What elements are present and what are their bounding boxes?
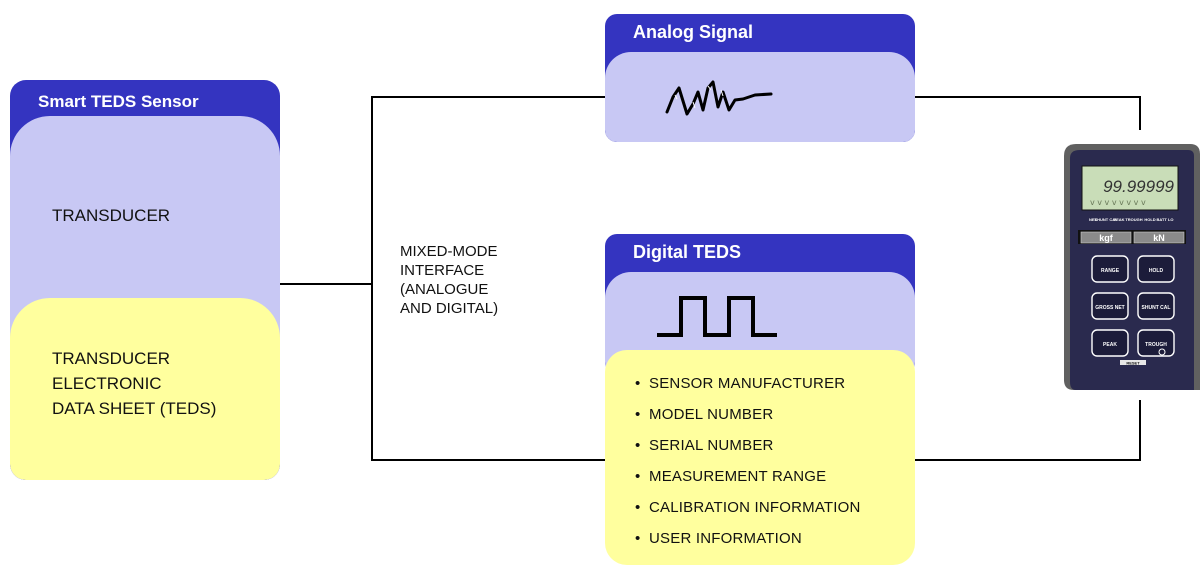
meter-display-value: 99.99999 <box>1103 177 1174 196</box>
unit-left-label: kgf <box>1099 233 1114 243</box>
list-item: •MEASUREMENT RANGE <box>635 468 827 485</box>
unit-right-box <box>1133 231 1185 244</box>
svg-text:v v v v v v v v: v v v v v v v v <box>1090 198 1146 207</box>
status-peak: PEAK <box>1113 217 1124 222</box>
transducer-label: TRANSDUCER <box>52 206 171 225</box>
unit-right-label: kN <box>1153 233 1165 243</box>
status-hold: HOLD <box>1144 217 1155 222</box>
analog-signal-title: Analog Signal <box>633 22 754 42</box>
peak-button-label: PEAK <box>1103 342 1117 348</box>
reset-label: RESET <box>1126 361 1140 366</box>
list-item: •MODEL NUMBER <box>635 406 774 423</box>
analog-wave-icon <box>665 80 773 116</box>
status-trough: TROUGH <box>1125 217 1142 222</box>
trough-button[interactable] <box>1137 329 1175 357</box>
hold-button-label: HOLD <box>1149 268 1164 274</box>
sensor-title: Smart TEDS Sensor <box>38 92 199 111</box>
smart-teds-sensor: Smart TEDS Sensor TRANSDUCER TRANSDUCER … <box>10 80 280 480</box>
list-item: •USER INFORMATION <box>635 530 802 547</box>
teds-info-panel: •SENSOR MANUFACTURER •MODEL NUMBER •SERI… <box>605 350 915 565</box>
meter-display <box>1081 165 1179 211</box>
range-button-label: RANGE <box>1101 268 1120 274</box>
interface-label: MIXED-MODE INTERFACE (ANALOGUE AND DIGIT… <box>400 243 499 317</box>
teds-panel: TRANSDUCER ELECTRONIC DATA SHEET (TEDS) <box>10 298 280 480</box>
status-batt-lo: BATT LO <box>1156 217 1173 222</box>
trough-button-label: TROUGH <box>1145 342 1167 348</box>
gross-net-button[interactable] <box>1091 292 1129 320</box>
hold-button[interactable] <box>1137 255 1175 283</box>
shunt-cal-button[interactable] <box>1137 292 1175 320</box>
teds-label: TRANSDUCER ELECTRONIC DATA SHEET (TEDS) <box>52 349 217 418</box>
reset-strip <box>1120 360 1146 365</box>
teds-info-list: •SENSOR MANUFACTURER •MODEL NUMBER •SERI… <box>605 350 915 554</box>
gross-net-button-label: GROSS NET <box>1095 305 1124 311</box>
analog-signal-box: Analog Signal <box>605 14 915 142</box>
status-net: NET <box>1089 217 1098 222</box>
power-icon <box>1158 348 1166 356</box>
list-item: •SENSOR MANUFACTURER <box>635 375 846 392</box>
handheld-meter: 99.99999 v v v v v v v v NET SHUNT CAL P… <box>1064 144 1200 390</box>
digital-square-wave-icon <box>657 296 777 337</box>
unit-left-box <box>1080 231 1132 244</box>
status-shunt-cal: SHUNT CAL <box>1094 217 1118 222</box>
peak-button[interactable] <box>1091 329 1129 357</box>
digital-teds-title: Digital TEDS <box>633 242 742 262</box>
list-item: •SERIAL NUMBER <box>635 437 774 454</box>
range-button[interactable] <box>1091 255 1129 283</box>
analog-signal-body <box>605 52 915 142</box>
list-item: •CALIBRATION INFORMATION <box>635 499 861 516</box>
shunt-cal-button-label: SHUNT CAL <box>1142 305 1171 311</box>
